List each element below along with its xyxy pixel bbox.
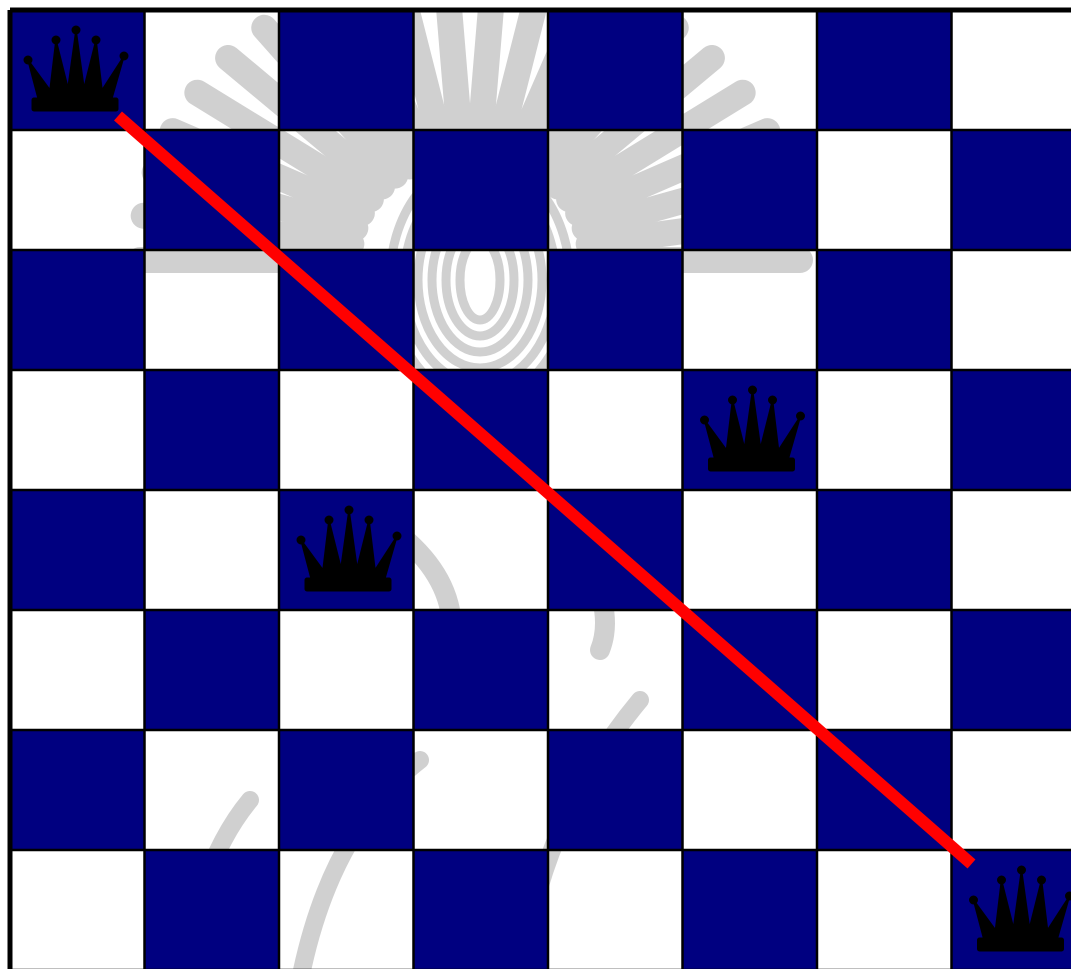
square-r5-c4[interactable] bbox=[548, 610, 683, 730]
square-r5-c6[interactable] bbox=[817, 610, 952, 730]
square-r1-c3[interactable] bbox=[414, 130, 549, 250]
square-r1-c7[interactable] bbox=[952, 130, 1071, 250]
square-r3-c4[interactable] bbox=[548, 370, 683, 490]
square-r6-c0[interactable] bbox=[10, 730, 145, 850]
square-r4-c0[interactable] bbox=[10, 490, 145, 610]
square-r1-c6[interactable] bbox=[817, 130, 952, 250]
square-r5-c1[interactable] bbox=[145, 610, 280, 730]
square-r2-c7[interactable] bbox=[952, 250, 1071, 370]
square-r4-c7[interactable] bbox=[952, 490, 1071, 610]
square-r6-c3[interactable] bbox=[414, 730, 549, 850]
square-r4-c3[interactable] bbox=[414, 490, 549, 610]
square-r7-c3[interactable] bbox=[414, 850, 549, 969]
square-r5-c2[interactable] bbox=[279, 610, 414, 730]
square-r7-c5[interactable] bbox=[683, 850, 818, 969]
square-r0-c4[interactable] bbox=[548, 10, 683, 130]
square-r2-c4[interactable] bbox=[548, 250, 683, 370]
square-r4-c6[interactable] bbox=[817, 490, 952, 610]
square-r5-c7[interactable] bbox=[952, 610, 1071, 730]
square-r3-c2[interactable] bbox=[279, 370, 414, 490]
square-r6-c2[interactable] bbox=[279, 730, 414, 850]
square-r4-c1[interactable] bbox=[145, 490, 280, 610]
square-r2-c6[interactable] bbox=[817, 250, 952, 370]
square-r7-c4[interactable] bbox=[548, 850, 683, 969]
square-r7-c0[interactable] bbox=[10, 850, 145, 969]
square-r6-c5[interactable] bbox=[683, 730, 818, 850]
square-r6-c1[interactable] bbox=[145, 730, 280, 850]
square-r5-c0[interactable] bbox=[10, 610, 145, 730]
square-r1-c0[interactable] bbox=[10, 130, 145, 250]
square-r0-c2[interactable] bbox=[279, 10, 414, 130]
square-r6-c4[interactable] bbox=[548, 730, 683, 850]
square-r1-c5[interactable] bbox=[683, 130, 818, 250]
square-r3-c1[interactable] bbox=[145, 370, 280, 490]
square-r2-c0[interactable] bbox=[10, 250, 145, 370]
square-r4-c5[interactable] bbox=[683, 490, 818, 610]
square-r3-c0[interactable] bbox=[10, 370, 145, 490]
square-r6-c7[interactable] bbox=[952, 730, 1071, 850]
square-r7-c6[interactable] bbox=[817, 850, 952, 969]
square-r5-c3[interactable] bbox=[414, 610, 549, 730]
square-r0-c7[interactable] bbox=[952, 10, 1071, 130]
square-r7-c1[interactable] bbox=[145, 850, 280, 969]
square-r3-c7[interactable] bbox=[952, 370, 1071, 490]
square-r3-c6[interactable] bbox=[817, 370, 952, 490]
square-r0-c6[interactable] bbox=[817, 10, 952, 130]
